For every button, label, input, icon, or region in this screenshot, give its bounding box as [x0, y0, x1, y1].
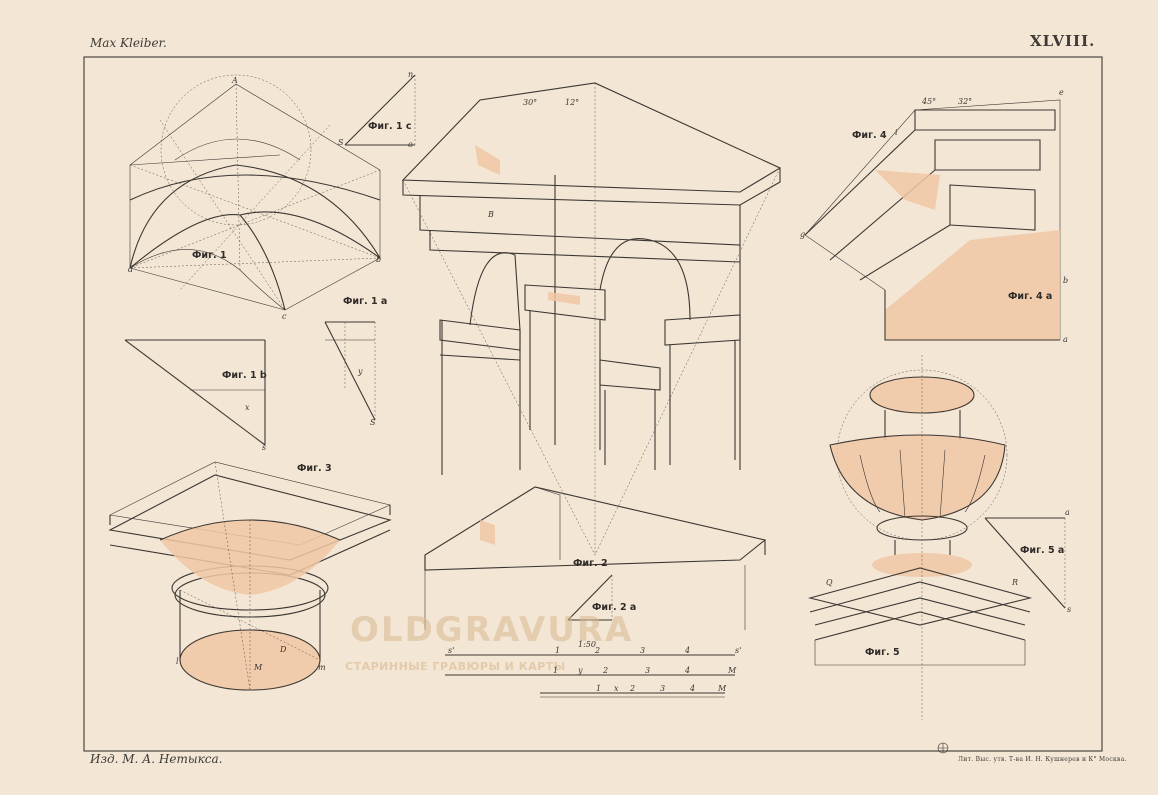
point-M-fig3: M: [254, 663, 263, 672]
scale-row1-0: s': [448, 646, 455, 655]
fig3-capital: [108, 461, 392, 691]
label-fig1c: Фиг. 1 c: [368, 121, 412, 132]
point-d-fig1: d: [128, 265, 134, 274]
plate-number: XLVIII.: [1030, 32, 1096, 50]
point-x-fig1b: x: [245, 403, 250, 412]
point-n-fig1c: n: [408, 70, 414, 79]
fig1a-triangle: [324, 321, 376, 421]
label-fig1a: Фиг. 1 a: [343, 296, 388, 307]
point-B-fig2: B: [488, 210, 494, 219]
scale-row2-3: 3: [645, 666, 651, 675]
fig5a-triangle: [984, 517, 1066, 609]
fig2a-triangle: [567, 574, 613, 621]
label-fig5: Фиг. 5: [865, 647, 900, 658]
scale-row1-4: 4: [685, 646, 691, 655]
scale-row2-2: 2: [603, 666, 609, 675]
fig1b-triangle: [124, 339, 266, 446]
point-c-fig1: c: [282, 312, 287, 321]
fig2-pavilion: [401, 82, 782, 630]
scale-row1-5: s': [735, 646, 742, 655]
point-m-fig3: m: [318, 663, 326, 672]
point-l-fig3: l: [176, 657, 179, 666]
angle-12: 12°: [565, 98, 580, 107]
point-S-fig1c: S: [338, 138, 344, 147]
fig1-groin-vault: [129, 74, 381, 311]
scale-row2-0: 1: [553, 666, 559, 675]
point-y-fig1a: y: [358, 367, 363, 376]
publisher-line: Изд. М. А. Нетыкса.: [90, 752, 223, 766]
point-S-fig1a: S: [370, 418, 376, 427]
label-fig1b: Фиг. 1 b: [222, 370, 267, 381]
watermark-brand: OLDGRAVURA: [350, 610, 634, 650]
scale-row1-1: 1: [555, 646, 561, 655]
scale-row3-3: 3: [660, 684, 666, 693]
label-fig4: Фиг. 4: [852, 130, 887, 141]
point-b-fig4a: b: [1063, 276, 1069, 285]
point-a-fig4a: a: [1063, 335, 1068, 344]
point-D-fig3: D: [280, 645, 287, 654]
scale-ratio: 1:50: [578, 640, 596, 649]
label-fig5a: Фиг. 5 a: [1020, 545, 1065, 556]
point-o-fig1c: o: [408, 140, 413, 149]
fig1c-triangle: [344, 74, 416, 146]
scale-row3-2: 2: [630, 684, 636, 693]
angle-45: 45°: [922, 97, 937, 106]
point-e-fig4: e: [1059, 88, 1064, 97]
plate-frame: [83, 56, 1103, 752]
eagle-mark: [937, 742, 949, 754]
angle-32: 32°: [958, 97, 973, 106]
label-fig4a: Фиг. 4 a: [1008, 291, 1053, 302]
label-fig2a: Фиг. 2 a: [592, 602, 637, 613]
angle-30: 30°: [523, 98, 538, 107]
point-Q-fig5: Q: [826, 578, 833, 587]
scale-bars: [445, 654, 735, 698]
fig4-cornice: [804, 99, 1061, 341]
scale-row2-1: y: [578, 666, 583, 675]
label-fig2: Фиг. 2: [573, 558, 608, 569]
point-A-fig1: A: [232, 76, 238, 85]
scale-row1-2: 2: [595, 646, 601, 655]
label-fig4-i: i: [895, 128, 898, 137]
label-fig3: Фиг. 3: [297, 463, 332, 474]
printer-line: Лит. Выс. утв. Т-ва И. Н. Кушнерев и К° …: [958, 756, 1127, 763]
point-s-fig1b: s: [262, 443, 267, 452]
scale-row3-0: 1: [596, 684, 602, 693]
scale-row2-5: M: [728, 666, 737, 675]
point-R-fig5: R: [1012, 578, 1019, 587]
author-signature: Max Kleiber.: [90, 36, 167, 50]
scale-row1-3: 3: [640, 646, 646, 655]
fig5-vase: [807, 355, 1033, 720]
label-fig1: Фиг. 1: [192, 250, 227, 261]
point-s-fig5a: s: [1067, 605, 1072, 614]
point-a-fig5a: a: [1065, 508, 1070, 517]
point-g-fig4: g: [800, 230, 806, 239]
scale-row3-4: 4: [690, 684, 696, 693]
watermark-tagline: СТАРИННЫЕ ГРАВЮРЫ И КАРТЫ: [345, 660, 566, 673]
scale-row3-5: M: [718, 684, 727, 693]
point-b-fig1: b: [376, 255, 382, 264]
scale-row2-4: 4: [685, 666, 691, 675]
scale-row3-1: x: [614, 684, 619, 693]
